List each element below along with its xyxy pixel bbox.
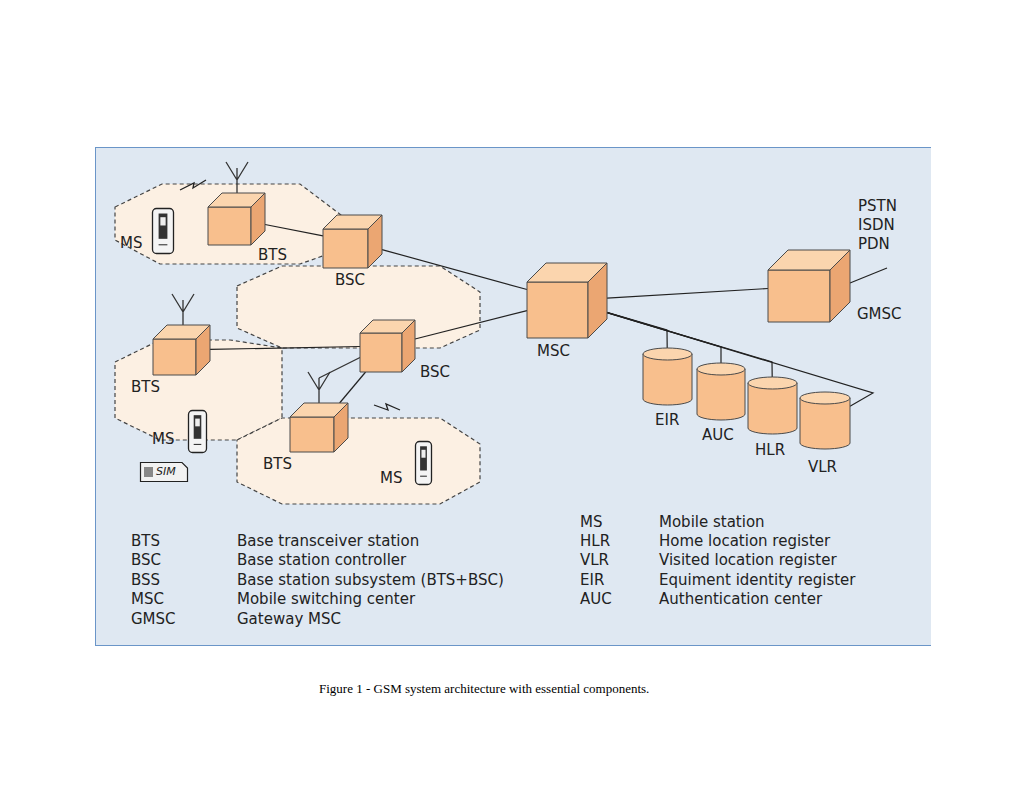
node-label: AUC [702, 426, 734, 444]
node-label: MSC [537, 342, 570, 360]
legend-abbreviation: BSS [131, 571, 160, 589]
figure-caption: Figure 1 - GSM system architecture with … [319, 681, 649, 697]
network-element-cube-shape [290, 403, 348, 452]
network-element-cube: BSC [360, 320, 415, 372]
node-label: GMSC [857, 305, 902, 323]
network-link [607, 313, 721, 363]
network-link [382, 250, 527, 290]
legend-abbreviation: VLR [580, 551, 609, 569]
network-element-cube: GMSC [768, 250, 850, 322]
legend-abbreviation: BTS [131, 532, 160, 550]
legend-abbreviation: HLR [580, 532, 610, 550]
mobile-station-icon: MS [152, 208, 174, 254]
legend-description: Mobile switching center [237, 590, 415, 608]
antennas [172, 162, 375, 403]
legend-description: Home location register [659, 532, 830, 550]
network-element-cube: BTS [208, 193, 265, 245]
legend-description: Gateway MSC [237, 610, 341, 628]
database-cylinder: EIR [643, 348, 692, 405]
network-element-cube-shape [153, 325, 210, 375]
database-cylinder-shape [697, 363, 745, 420]
radio-cell [237, 266, 480, 348]
node-label: HLR [755, 441, 785, 459]
network-stub [850, 268, 887, 283]
network-element-cube-shape [208, 193, 265, 245]
node-label: BTS [263, 455, 292, 473]
legend-description: Base transceiver station [237, 532, 419, 550]
node-label: SIM [156, 466, 176, 478]
legend-description: Base station controller [237, 551, 406, 569]
node-label: BTS [131, 378, 160, 396]
network-link [265, 225, 323, 236]
radio-link-symbol [180, 180, 206, 190]
network-label: PDN [858, 235, 890, 253]
legend-description: Visited location register [659, 551, 837, 569]
node-label: MS [152, 430, 174, 448]
database-cylinder: AUC [697, 363, 745, 420]
radio-cell [237, 418, 480, 504]
legend-abbreviation: GMSC [131, 610, 176, 628]
node-label: BTS [258, 246, 287, 264]
legend-description: Mobile station [659, 513, 765, 531]
network-label: ISDN [858, 216, 895, 234]
node-label: MS [380, 469, 402, 487]
legend-abbreviation: EIR [580, 571, 604, 589]
legend-abbreviation: BSC [131, 551, 161, 569]
mobile-station-icon: MS [415, 441, 432, 485]
network-element-cube-shape [768, 250, 850, 322]
mobile-station-icon: MS [188, 410, 207, 453]
network-element-cube: BSC [323, 215, 382, 268]
antenna-symbol [226, 162, 248, 193]
database-cylinder-shape [748, 377, 797, 434]
antenna-symbol [308, 372, 330, 403]
network-element-cube-shape [360, 320, 415, 372]
node-label: BSC [335, 271, 365, 289]
legend-abbreviation: MS [580, 513, 602, 531]
network-element-cube: BTS [153, 325, 210, 375]
network-element-cube-shape [527, 263, 607, 338]
network-link [210, 347, 360, 350]
legend-abbreviation: MSC [131, 590, 164, 608]
mobile-station-icon-shape [188, 410, 207, 453]
network-element-cube: BTS [290, 403, 348, 452]
legend-description: Base station subsystem (BTS+BSC) [237, 571, 504, 589]
database-cylinder: HLR [748, 377, 797, 434]
database-cylinder-shape [800, 392, 850, 449]
node-label: MS [120, 234, 142, 252]
network-element-cube-shape [323, 215, 382, 268]
network-link [607, 312, 667, 348]
network-label: PSTN [858, 197, 897, 215]
legend-abbreviation: AUC [580, 590, 612, 608]
antenna-symbol [172, 294, 194, 325]
network-link [607, 289, 768, 299]
node-label: EIR [655, 411, 679, 429]
node-label: BSC [420, 363, 450, 381]
radio-links [180, 180, 400, 410]
database-cylinder: VLR [800, 392, 850, 449]
legend-description: Authentication center [659, 590, 822, 608]
network-link [415, 311, 527, 339]
mobile-station-icon-shape [152, 208, 174, 254]
radio-cell [115, 184, 345, 264]
radio-link-symbol [374, 404, 400, 410]
sim-card: SIM [140, 462, 188, 482]
database-cylinder-shape [643, 348, 692, 405]
network-element-cube: MSC [527, 263, 607, 338]
network-link [340, 372, 366, 403]
radio-cells [115, 184, 480, 504]
mobile-station-icon-shape [415, 441, 432, 485]
legend-description: Equiment identity register [659, 571, 856, 589]
node-label: VLR [808, 458, 837, 476]
